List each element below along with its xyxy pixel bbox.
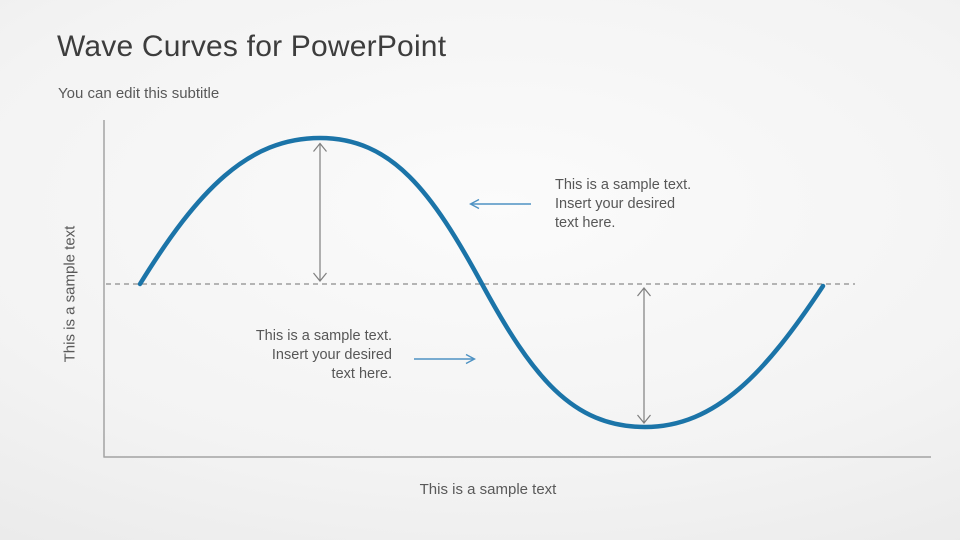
annotation-bottom-line1: This is a sample text.: [255, 328, 392, 344]
left-arrow-icon: [469, 198, 531, 210]
annotation-top-line2: Insert your desired: [555, 196, 676, 212]
annotation-bottom-line2: Insert your desired: [271, 347, 392, 363]
annotation-top-line1: This is a sample text.: [555, 177, 692, 193]
y-axis-label[interactable]: This is a sample text: [61, 225, 79, 363]
annotation-top-line3: text here.: [555, 215, 616, 231]
annotation-bottom-line3: text here.: [331, 366, 392, 382]
amplitude-arrow-peak-icon: [313, 142, 327, 282]
right-arrow-icon: [414, 353, 476, 365]
amplitude-arrow-trough-icon: [637, 287, 651, 424]
annotation-bottom-textbox[interactable]: This is a sample text. Insert your desir…: [256, 327, 392, 384]
slide-subtitle[interactable]: You can edit this subtitle: [58, 85, 220, 102]
annotation-top-textbox[interactable]: This is a sample text. Insert your desir…: [555, 176, 691, 233]
x-axis-label[interactable]: This is a sample text: [419, 481, 557, 498]
slide-title[interactable]: Wave Curves for PowerPoint: [57, 30, 447, 63]
sine-wave-curve: [137, 135, 826, 430]
